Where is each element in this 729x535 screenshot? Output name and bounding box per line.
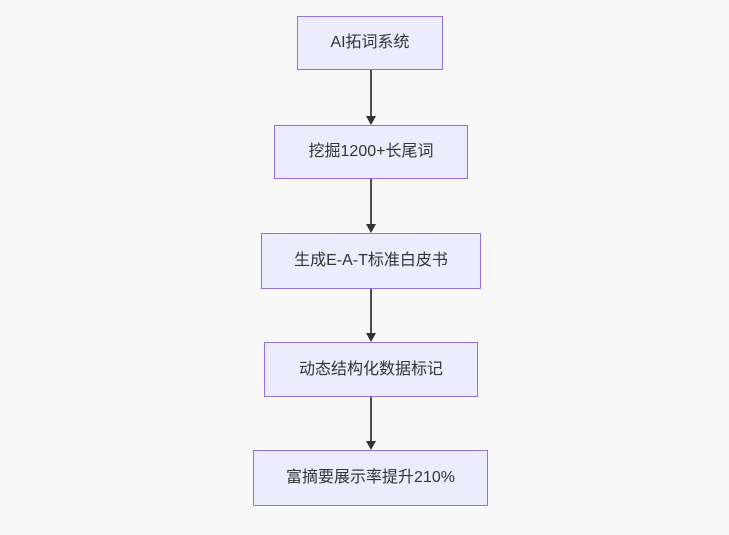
flow-node-label: 挖掘1200+长尾词 <box>308 143 434 160</box>
flow-node-longtail-mining: 挖掘1200+长尾词 <box>274 125 468 179</box>
arrow-line <box>370 397 372 441</box>
flow-node-label: 富摘要展示率提升210% <box>286 469 455 486</box>
arrow-line <box>370 179 372 224</box>
flow-arrow-1 <box>365 70 377 125</box>
arrow-head-icon <box>366 224 376 233</box>
arrow-head-icon <box>366 441 376 450</box>
flow-node-label: 动态结构化数据标记 <box>298 360 443 378</box>
flow-node-ai-word-system: AI拓词系统 <box>297 16 443 70</box>
flow-arrow-3 <box>365 289 377 342</box>
flow-node-label: AI拓词系统 <box>330 34 410 51</box>
arrow-head-icon <box>366 116 376 125</box>
flow-node-rich-snippet-result: 富摘要展示率提升210% <box>253 450 488 506</box>
arrow-head-icon <box>366 333 376 342</box>
flow-node-eat-whitepaper: 生成E-A-T标准白皮书 <box>261 233 481 289</box>
flow-node-structured-data: 动态结构化数据标记 <box>264 342 478 397</box>
flow-arrow-4 <box>365 397 377 450</box>
flow-arrow-2 <box>365 179 377 233</box>
arrow-line <box>370 70 372 116</box>
flow-node-label: 生成E-A-T标准白皮书 <box>294 252 448 269</box>
arrow-line <box>370 289 372 333</box>
